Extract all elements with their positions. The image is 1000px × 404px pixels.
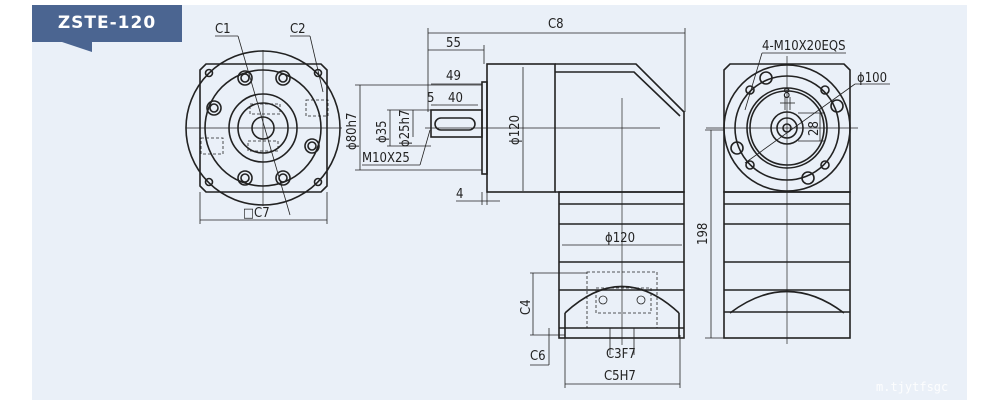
dim-80h7: ϕ80h7	[345, 113, 360, 150]
drawing-panel	[32, 5, 967, 400]
holes-label: 4-M10X20EQS	[762, 39, 846, 54]
dim-198: 198	[696, 223, 711, 245]
dim-40: 40	[448, 91, 463, 106]
model-tab	[32, 5, 182, 42]
dim-55: 55	[446, 36, 461, 51]
c8-label: C8	[548, 17, 564, 32]
dim-120-horizontal: ϕ120	[605, 231, 635, 246]
c4-label: C4	[519, 299, 534, 315]
watermark: m.tjytfsgc	[876, 380, 949, 394]
front-view: C1 C2 □C7	[185, 22, 342, 224]
dim-120-vertical: ϕ120	[508, 115, 523, 145]
model-tab-tail	[62, 42, 92, 52]
side-view: C8 55 49 40 5 ϕ80h7 ϕ35 ϕ25h7 M10X25 4 ϕ…	[345, 17, 686, 388]
dim-35: ϕ35	[375, 120, 390, 143]
c6-label: C6	[530, 349, 546, 364]
end-view: 4-M10X20EQS ϕ100 8 28 198	[696, 39, 890, 344]
dim-100: ϕ100	[857, 71, 887, 86]
dim-28: 28	[807, 121, 822, 136]
thread-label: M10X25	[362, 151, 410, 166]
dim-4: 4	[456, 187, 463, 202]
dim-5: 5	[427, 91, 434, 106]
dim-8: 8	[783, 87, 790, 102]
model-title: ZSTE-120	[57, 13, 157, 33]
c2-label: C2	[290, 22, 306, 37]
c5h7-label: C5H7	[604, 369, 636, 384]
c7-label: □C7	[243, 206, 270, 221]
dim-49: 49	[446, 69, 461, 84]
c1-label: C1	[215, 22, 231, 37]
c3f7-label: C3F7	[606, 347, 636, 362]
dim-25h7: ϕ25h7	[398, 110, 413, 147]
